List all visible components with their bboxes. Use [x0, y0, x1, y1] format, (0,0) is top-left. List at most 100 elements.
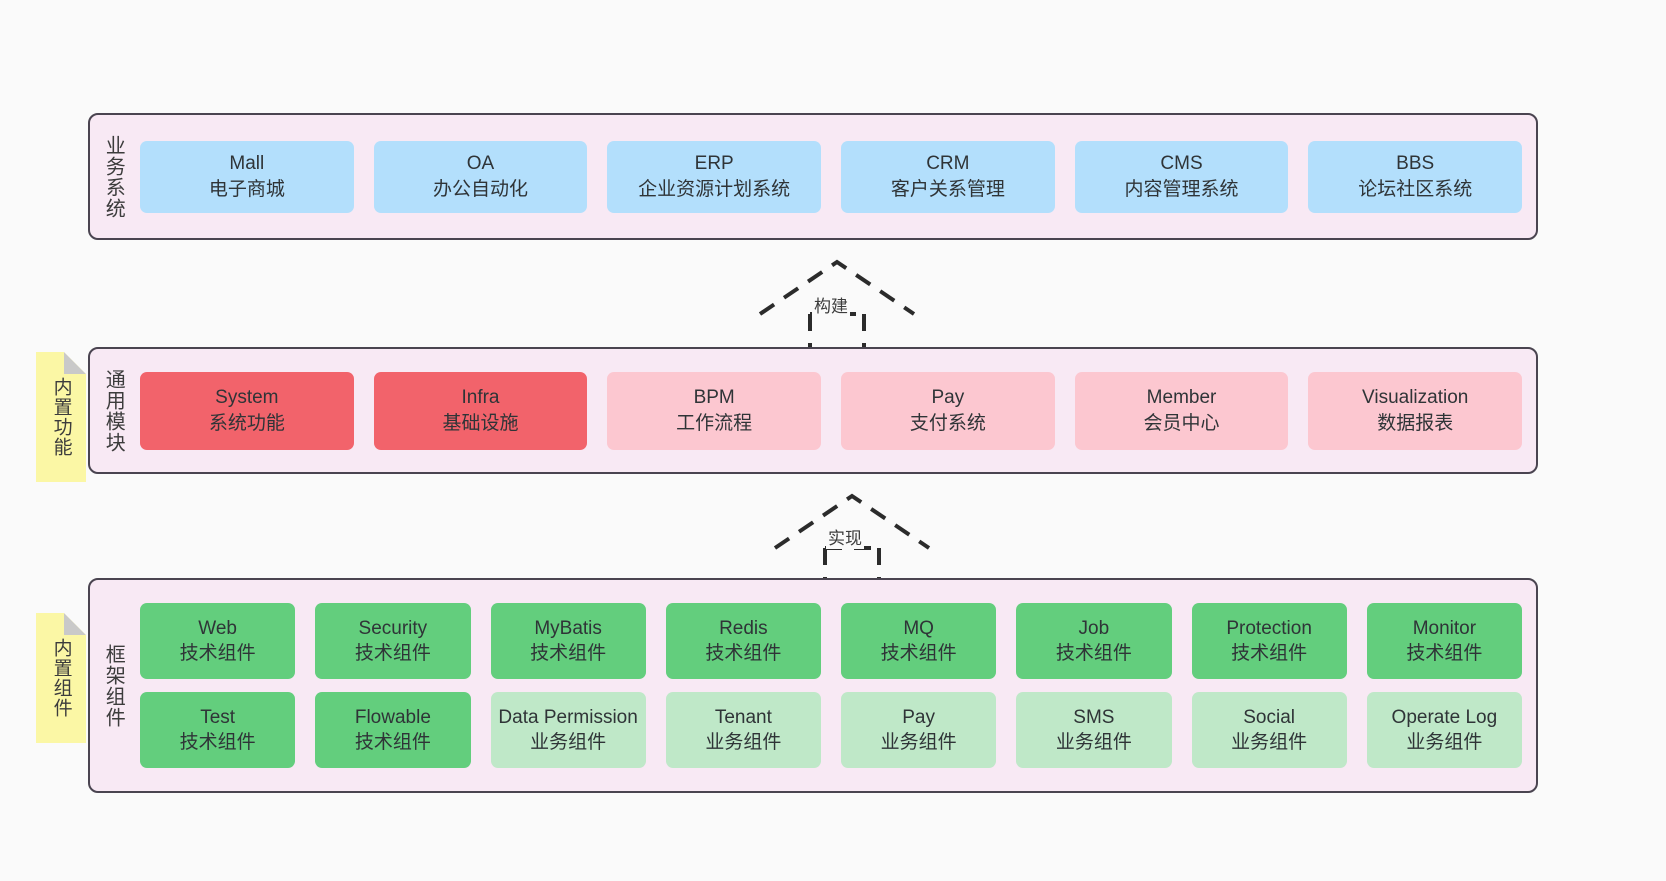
card-mybatis[interactable]: MyBatis 技术组件 [490, 603, 646, 679]
card-member-title: Member [1146, 387, 1217, 409]
card-pay-component-subtitle: 业务组件 [880, 732, 957, 753]
card-job-title: Job [1078, 617, 1110, 639]
card-mybatis-title: MyBatis [534, 617, 602, 639]
card-system-subtitle: 系统功能 [208, 412, 285, 434]
card-bbs-title: BBS [1396, 153, 1435, 175]
card-social-subtitle: 业务组件 [1231, 732, 1308, 753]
card-crm-title: CRM [926, 153, 970, 175]
card-security-title: Security [358, 617, 428, 639]
card-mq[interactable]: MQ 技术组件 [841, 603, 997, 679]
card-oa[interactable]: OA 办公自动化 [373, 140, 588, 213]
card-infra-title: Infra [461, 387, 500, 409]
card-job[interactable]: Job 技术组件 [1016, 603, 1172, 679]
card-visualization[interactable]: Visualization 数据报表 [1308, 371, 1523, 450]
card-member-subtitle: 会员中心 [1143, 412, 1220, 434]
card-redis-title: Redis [719, 617, 768, 639]
card-pay-module-subtitle: 支付系统 [909, 412, 986, 434]
layer-body-business-system: Mall 电子商城 OA 办公自动化 ERP 企业资源计划系统 CRM 客户关系… [136, 115, 1536, 238]
card-crm[interactable]: CRM 客户关系管理 [841, 140, 1055, 213]
card-mq-subtitle: 技术组件 [880, 643, 957, 664]
card-social[interactable]: Social 业务组件 [1191, 692, 1347, 768]
card-system-title: System [215, 387, 279, 409]
card-bpm-title: BPM [693, 387, 735, 409]
card-flowable-subtitle: 技术组件 [354, 732, 431, 753]
card-mybatis-subtitle: 技术组件 [530, 643, 607, 664]
card-security[interactable]: Security 技术组件 [315, 603, 471, 679]
modules-row: System 系统功能 Infra 基础设施 BPM 工作流程 Pay 支付系统… [140, 371, 1523, 450]
card-infra[interactable]: Infra 基础设施 [373, 371, 588, 450]
card-job-subtitle: 技术组件 [1055, 643, 1132, 664]
card-sms[interactable]: SMS 业务组件 [1016, 692, 1172, 768]
card-mall[interactable]: Mall 电子商城 [140, 140, 354, 213]
card-monitor-title: Monitor [1412, 617, 1477, 639]
card-erp-subtitle: 企业资源计划系统 [638, 178, 791, 200]
card-test-title: Test [200, 706, 236, 728]
card-member[interactable]: Member 会员中心 [1074, 371, 1289, 450]
note-builtin-function: 内置功能 [36, 352, 86, 482]
card-data-permission-title: Data Permission [498, 706, 638, 728]
card-pay-module-title: Pay [931, 387, 965, 409]
connector-build-label: 构建 [812, 292, 850, 317]
card-mall-subtitle: 电子商城 [208, 178, 285, 200]
note-builtin-component-label: 内置组件 [50, 638, 72, 718]
card-sms-title: SMS [1073, 706, 1115, 728]
card-visualization-subtitle: 数据报表 [1377, 412, 1454, 434]
card-web[interactable]: Web 技术组件 [140, 603, 296, 679]
business-row: Mall 电子商城 OA 办公自动化 ERP 企业资源计划系统 CRM 客户关系… [140, 140, 1523, 213]
layer-business-system: 业务系统 Mall 电子商城 OA 办公自动化 ERP 企业资源计划系统 CRM… [88, 113, 1538, 240]
layer-title-business-system: 业务系统 [102, 134, 125, 219]
card-operate-log-subtitle: 业务组件 [1406, 732, 1483, 753]
card-web-title: Web [198, 617, 237, 639]
layer-common-modules: 通用模块 System 系统功能 Infra 基础设施 BPM 工作流程 Pay… [88, 347, 1538, 474]
card-tenant-title: Tenant [714, 706, 772, 728]
card-infra-subtitle: 基础设施 [442, 412, 519, 434]
card-erp-title: ERP [694, 153, 734, 175]
card-data-permission-subtitle: 业务组件 [530, 732, 607, 753]
layer-title-framework-components: 框架组件 [102, 643, 125, 728]
card-bpm[interactable]: BPM 工作流程 [607, 371, 822, 450]
card-flowable-title: Flowable [354, 706, 431, 728]
card-visualization-title: Visualization [1362, 387, 1469, 409]
card-bbs-subtitle: 论坛社区系统 [1358, 178, 1473, 200]
card-bpm-subtitle: 工作流程 [676, 412, 753, 434]
note-fold-corner-icon [64, 352, 86, 374]
card-operate-log-title: Operate Log [1391, 706, 1498, 728]
card-test[interactable]: Test 技术组件 [140, 692, 296, 768]
card-bbs[interactable]: BBS 论坛社区系统 [1308, 140, 1523, 213]
layer-framework-components: 框架组件 Web 技术组件 Security 技术组件 MyBatis 技术组件… [88, 578, 1538, 793]
card-operate-log[interactable]: Operate Log 业务组件 [1366, 692, 1522, 768]
card-data-permission[interactable]: Data Permission 业务组件 [490, 692, 646, 768]
card-tenant-subtitle: 业务组件 [705, 732, 782, 753]
card-redis-subtitle: 技术组件 [705, 643, 782, 664]
note-builtin-function-label: 内置功能 [50, 377, 72, 457]
card-monitor[interactable]: Monitor 技术组件 [1366, 603, 1522, 679]
card-pay-component[interactable]: Pay 业务组件 [841, 692, 997, 768]
card-web-subtitle: 技术组件 [179, 643, 256, 664]
connector-implement-label: 实现 [826, 524, 864, 549]
card-security-subtitle: 技术组件 [354, 643, 431, 664]
card-test-subtitle: 技术组件 [179, 732, 256, 753]
card-cms-subtitle: 内容管理系统 [1124, 178, 1239, 200]
card-system[interactable]: System 系统功能 [140, 371, 354, 450]
card-oa-title: OA [466, 153, 495, 175]
note-fold-corner-icon [64, 613, 86, 635]
card-mq-title: MQ [903, 617, 934, 639]
card-pay-component-title: Pay [902, 706, 935, 728]
note-builtin-component: 内置组件 [36, 613, 86, 743]
card-redis[interactable]: Redis 技术组件 [665, 603, 821, 679]
card-mall-title: Mall [229, 153, 265, 175]
card-erp[interactable]: ERP 企业资源计划系统 [607, 140, 822, 213]
card-tenant[interactable]: Tenant 业务组件 [665, 692, 821, 768]
card-protection[interactable]: Protection 技术组件 [1191, 603, 1347, 679]
card-social-title: Social [1243, 706, 1295, 728]
card-protection-subtitle: 技术组件 [1231, 643, 1308, 664]
card-sms-subtitle: 业务组件 [1055, 732, 1132, 753]
card-pay-module[interactable]: Pay 支付系统 [841, 371, 1055, 450]
card-flowable[interactable]: Flowable 技术组件 [315, 692, 471, 768]
layer-body-common-modules: System 系统功能 Infra 基础设施 BPM 工作流程 Pay 支付系统… [136, 349, 1536, 472]
card-oa-subtitle: 办公自动化 [433, 178, 529, 200]
card-cms[interactable]: CMS 内容管理系统 [1074, 140, 1289, 213]
card-crm-subtitle: 客户关系管理 [890, 178, 1005, 200]
framework-row-business: Test 技术组件 Flowable 技术组件 Data Permission … [140, 692, 1522, 768]
